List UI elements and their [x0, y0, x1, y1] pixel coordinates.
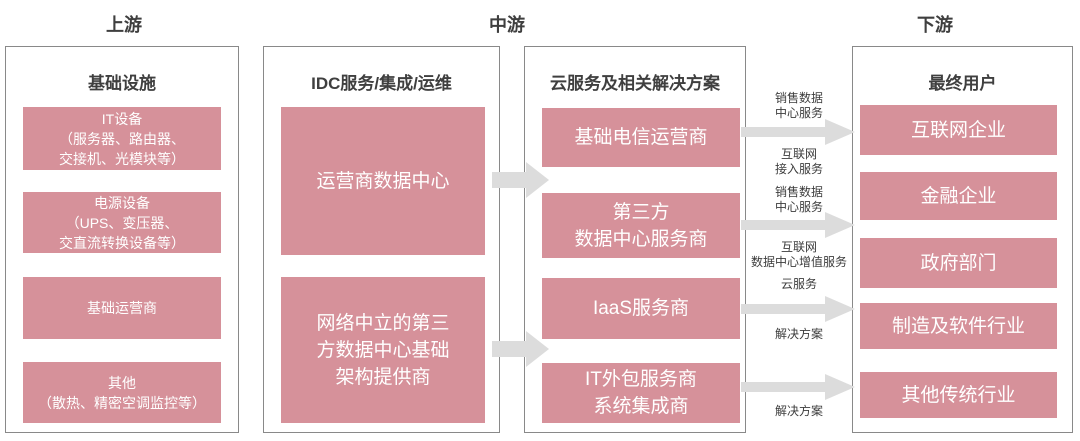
node-neutral-third-party-provider: 网络中立的第三 方数据中心基础 架构提供商: [281, 277, 485, 423]
right-arrow-icon: [741, 374, 855, 400]
stage-header-downstream: 下游: [917, 15, 953, 35]
right-arrow-icon: [741, 119, 855, 145]
right-arrow-icon: [741, 212, 855, 238]
node-carrier-datacenter: 运营商数据中心: [281, 107, 485, 255]
node-other-traditional: 其他传统行业: [860, 372, 1057, 418]
flow-label-solution-1: 解决方案: [774, 327, 823, 341]
node-other-equipment: 其他 （散热、精密空调监控等）: [23, 362, 221, 423]
flow-label-sales-dc-service-2: 销售数据 中心服务: [774, 185, 823, 214]
flow-label-internet-dc-value-added: 互联网 数据中心增值服务: [750, 240, 847, 269]
right-arrow-icon: [492, 331, 549, 367]
right-arrow-icon: [741, 296, 855, 322]
node-manufacturing-software: 制造及软件行业: [860, 303, 1057, 349]
stage-header-midstream: 中游: [489, 15, 525, 35]
node-power-equipment: 电源设备 （UPS、变压器、 交直流转换设备等）: [23, 192, 221, 253]
flow-label-solution-2: 解决方案: [774, 404, 823, 418]
flow-label-sales-dc-service-1: 销售数据 中心服务: [774, 91, 823, 120]
right-arrow-icon: [492, 162, 549, 198]
node-it-equipment: IT设备 （服务器、路由器、 交接机、光模块等）: [23, 107, 221, 170]
node-telecom-operator: 基础电信运营商: [542, 108, 740, 167]
panel-title-end-users: 最终用户: [928, 74, 997, 93]
node-internet-enterprise: 互联网企业: [860, 105, 1057, 155]
node-third-party-dc-provider: 第三方 数据中心服务商: [542, 193, 740, 258]
panel-title-infrastructure: 基础设施: [88, 74, 156, 93]
flow-label-cloud-service: 云服务: [780, 277, 817, 291]
node-iaas-provider: IaaS服务商: [542, 278, 740, 339]
panel-title-cloud-solutions: 云服务及相关解决方案: [550, 74, 720, 93]
node-it-outsourcing-integrator: IT外包服务商 系统集成商: [542, 363, 740, 423]
node-finance-enterprise: 金融企业: [860, 172, 1057, 220]
panel-title-idc-services: IDC服务/集成/运维: [311, 74, 452, 93]
node-basic-operator: 基础运营商: [23, 277, 221, 339]
stage-header-upstream: 上游: [106, 15, 142, 35]
node-government: 政府部门: [860, 238, 1057, 288]
flow-label-internet-access: 互联网 接入服务: [774, 147, 823, 176]
